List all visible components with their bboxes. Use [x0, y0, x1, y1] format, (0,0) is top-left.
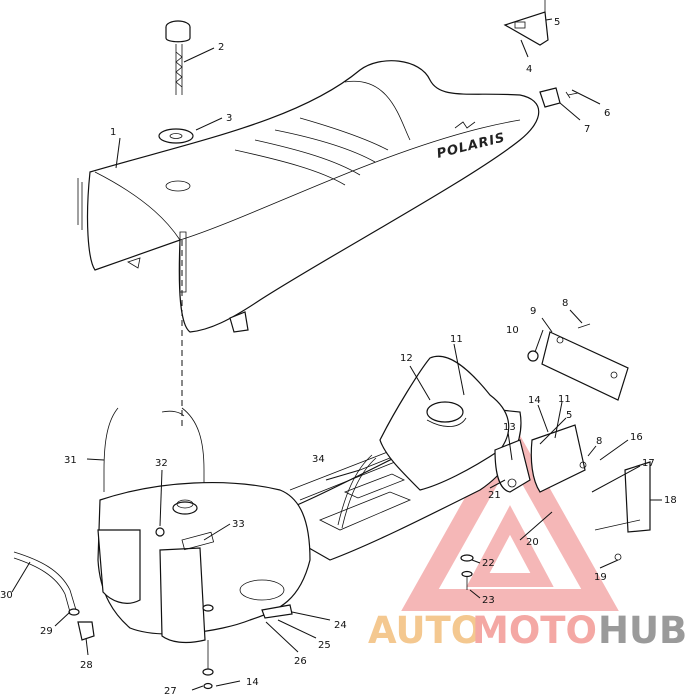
callout-28: 28	[80, 660, 93, 671]
callout-27: 27	[164, 686, 177, 695]
callout-11: 11	[450, 334, 463, 345]
callout-2: 2	[218, 42, 224, 53]
callout-12: 12	[400, 353, 413, 364]
callout-9: 9	[530, 306, 536, 317]
rear-mount-part	[494, 424, 651, 561]
callout-24: 24	[334, 620, 347, 631]
callout-14: 14	[246, 677, 259, 688]
callout-10: 10	[506, 325, 519, 336]
callout-32: 32	[155, 458, 168, 469]
gas-tank	[97, 482, 311, 644]
callout-25: 25	[318, 640, 331, 651]
callout-30: 30	[0, 590, 13, 601]
callout-13: 13	[503, 422, 516, 433]
callout-20: 20	[526, 537, 539, 548]
callout-33: 33	[232, 519, 245, 530]
callout-23: 23	[482, 595, 495, 606]
rear-plate-part	[527, 323, 629, 401]
grommet-part	[158, 128, 194, 144]
small-plate-part	[539, 87, 579, 108]
callout-17: 17	[642, 458, 655, 469]
watermark-text: AUTO MOTO HUB	[368, 609, 687, 652]
gas-cap-part	[165, 20, 191, 95]
leader-lines	[11, 18, 662, 691]
callout-31: 31	[64, 455, 77, 466]
callout-5b: 5	[566, 410, 572, 421]
screw-part	[460, 554, 474, 590]
callout-8b: 8	[596, 436, 602, 447]
callout-5: 5	[554, 17, 560, 28]
seat-assembly: POLARIS	[77, 60, 540, 333]
callout-29: 29	[40, 626, 53, 637]
fuel-line-part	[13, 551, 77, 611]
callout-11b: 11	[558, 394, 571, 405]
callout-22: 22	[482, 558, 495, 569]
callout-21: 21	[488, 490, 501, 501]
callout-18: 18	[664, 495, 677, 506]
callout-7: 7	[584, 124, 590, 135]
vent-hose-part	[103, 407, 119, 492]
callout-34: 34	[312, 454, 325, 465]
top-bracket-part	[503, 0, 549, 46]
cable-part	[337, 454, 373, 526]
watermark-auto: AUTO	[368, 609, 482, 652]
watermark-moto: MOTO	[472, 609, 597, 652]
callout-16: 16	[630, 432, 643, 443]
callout-19: 19	[594, 572, 607, 583]
callout-14b: 14	[528, 395, 541, 406]
callout-6: 6	[604, 108, 610, 119]
callout-1: 1	[110, 127, 116, 138]
callout-labels: 2 3 1 4 5 6 7 8 9 10 11 12 14 11 5 13 8 …	[0, 17, 677, 695]
callout-3: 3	[226, 113, 232, 124]
callout-4: 4	[526, 64, 532, 75]
callout-8: 8	[562, 298, 568, 309]
callout-26: 26	[294, 656, 307, 667]
watermark-hub: HUB	[598, 609, 687, 652]
watermark-triangle	[401, 417, 619, 611]
